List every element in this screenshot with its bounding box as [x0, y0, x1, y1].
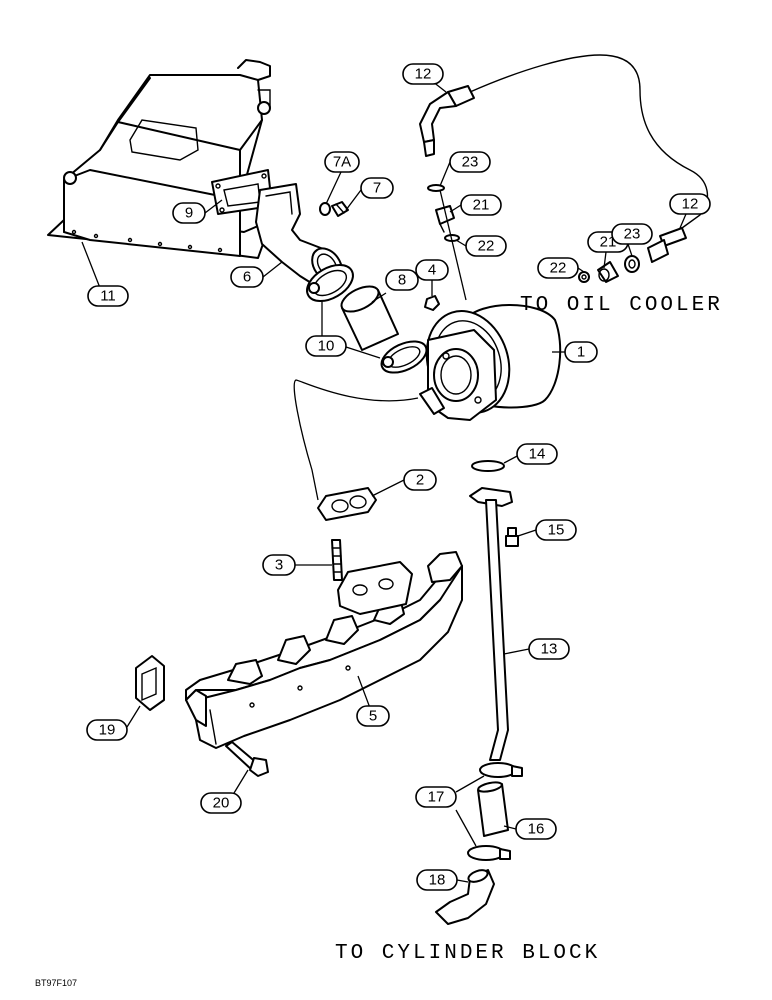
callout-22-lower: 22 [537, 257, 579, 279]
svg-text:12: 12 [682, 196, 699, 213]
callout-14: 14 [516, 443, 558, 465]
svg-text:20: 20 [213, 795, 230, 812]
svg-text:6: 6 [243, 269, 251, 286]
svg-text:10: 10 [318, 338, 335, 355]
part-22-oring-lower [578, 271, 590, 283]
callout-5: 5 [356, 705, 390, 727]
svg-text:9: 9 [185, 205, 193, 222]
part-14-gasket [471, 460, 505, 472]
callout-3: 3 [262, 554, 296, 576]
svg-text:11: 11 [100, 288, 116, 305]
svg-text:8: 8 [398, 272, 406, 289]
svg-text:19: 19 [99, 722, 116, 739]
part-21-fitting-lower [597, 261, 619, 283]
part-7-bolt [331, 201, 349, 217]
svg-text:22: 22 [550, 260, 567, 277]
part-10-clamp-lower [380, 340, 428, 374]
to-cylinder-block-label: TO CYLINDER BLOCK [335, 942, 600, 965]
svg-text:12: 12 [415, 66, 432, 83]
part-1-turbocharger [419, 304, 562, 421]
part-3-stud [331, 539, 343, 581]
svg-text:21: 21 [473, 197, 490, 214]
callout-leaders [81, 73, 687, 883]
callout-4: 4 [415, 259, 449, 281]
callout-12-lower: 12 [669, 193, 711, 215]
svg-text:23: 23 [624, 226, 641, 243]
svg-text:3: 3 [275, 557, 283, 574]
figure-code: BT97F107 [35, 978, 77, 988]
callout-18: 18 [416, 869, 458, 891]
callout-11: 11 [87, 285, 129, 307]
callout-8: 8 [385, 269, 419, 291]
callout-9: 9 [172, 202, 206, 224]
svg-text:13: 13 [541, 641, 558, 658]
callout-17: 17 [415, 786, 457, 808]
part-11-heat-shield [47, 59, 271, 259]
assembly-path-2 [439, 189, 467, 301]
callout-20: 20 [200, 792, 242, 814]
callout-21-upper: 21 [460, 194, 502, 216]
part-10-clamp-upper [306, 263, 354, 303]
svg-text:7: 7 [373, 180, 381, 197]
svg-text:2: 2 [416, 472, 424, 489]
part-19-gasket [135, 655, 165, 711]
callout-23-lower: 23 [611, 223, 653, 245]
callout-6: 6 [230, 266, 264, 288]
svg-text:7A: 7A [333, 154, 351, 171]
part-13-drain-tube [469, 487, 513, 761]
callout-1: 1 [564, 341, 598, 363]
part-17-clamp-upper [479, 762, 523, 778]
callout-12-upper: 12 [402, 63, 444, 85]
part-15-bolt [505, 527, 519, 547]
part-21-fitting-upper [435, 205, 455, 233]
part-4-nut [424, 295, 440, 311]
svg-text:5: 5 [369, 708, 377, 725]
part-23-washer-upper [427, 184, 445, 192]
part-20-bolt [225, 741, 269, 777]
part-18-elbow [435, 869, 495, 925]
callout-19: 19 [86, 719, 128, 741]
callout-22-upper: 22 [465, 235, 507, 257]
svg-text:4: 4 [428, 262, 436, 279]
callout-7: 7 [360, 177, 394, 199]
part-17-clamp-lower [467, 845, 511, 861]
part-5-exhaust-manifold [185, 551, 463, 749]
callout-10: 10 [305, 335, 347, 357]
assembly-path-1 [293, 379, 419, 501]
callout-2: 2 [403, 469, 437, 491]
svg-text:18: 18 [429, 872, 446, 889]
part-23-washer-lower [624, 255, 640, 273]
callout-23-upper: 23 [449, 151, 491, 173]
svg-text:17: 17 [428, 789, 445, 806]
part-16-hose [477, 781, 509, 837]
svg-text:1: 1 [577, 344, 585, 361]
callout-16: 16 [515, 818, 557, 840]
part-12-oil-feed-line [419, 54, 709, 263]
svg-text:23: 23 [462, 154, 479, 171]
callout-7a: 7A [324, 151, 360, 173]
to-oil-cooler-label: TO OIL COOLER [520, 294, 723, 317]
callout-13: 13 [528, 638, 570, 660]
svg-text:16: 16 [528, 821, 545, 838]
svg-text:15: 15 [548, 522, 565, 539]
part-7a-washer [319, 202, 331, 216]
part-2-gasket [317, 487, 377, 521]
svg-text:14: 14 [529, 446, 546, 463]
svg-text:22: 22 [478, 238, 495, 255]
part-8-hose [340, 285, 399, 351]
callout-15: 15 [535, 519, 577, 541]
